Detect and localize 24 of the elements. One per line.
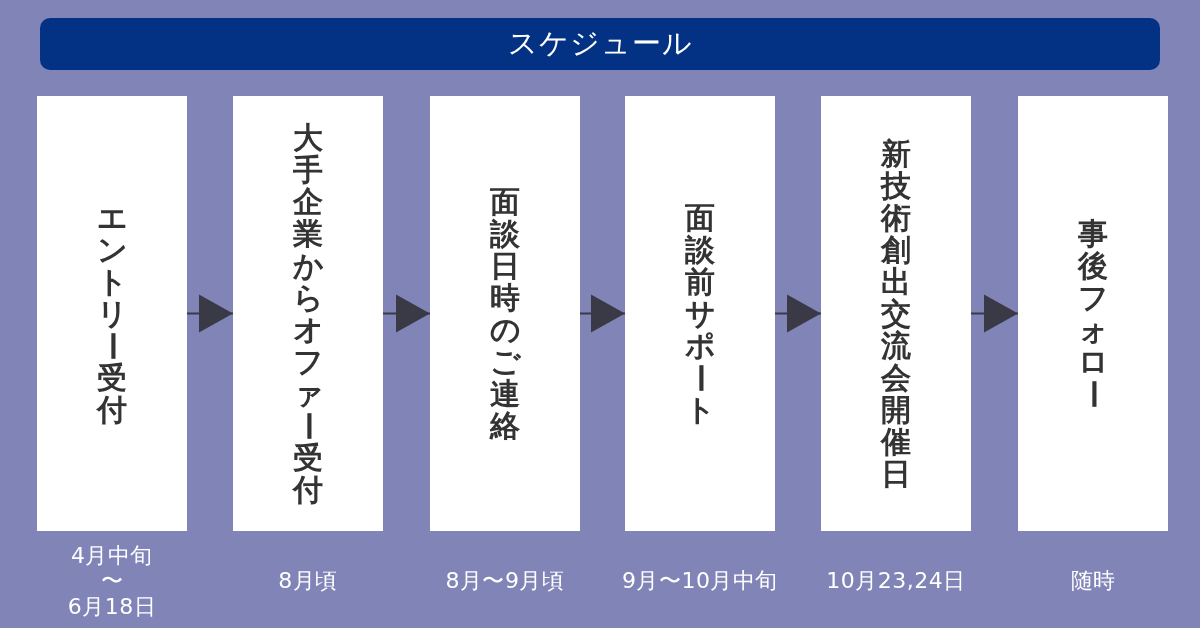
date-label: 8月〜9月頃: [445, 568, 565, 594]
step-box: [37, 96, 187, 531]
step-label: 事後フォロー: [1078, 217, 1108, 410]
step-label: 大手企業からオファー受付: [293, 121, 323, 506]
date-label: 随時: [1070, 568, 1116, 594]
step-label: 面談前サポート: [685, 201, 715, 426]
date-label: 8月頃: [278, 568, 338, 594]
step-box: [233, 96, 383, 531]
date-label: 4月中旬〜6月18日: [67, 542, 157, 620]
arrow: [186, 294, 234, 333]
step-box: [625, 96, 775, 531]
step-box: [1018, 96, 1168, 531]
step-label: 面談日時のご連絡: [490, 185, 520, 442]
step-box: [430, 96, 580, 531]
date-label: 10月23,24日: [826, 568, 966, 594]
step-label: エントリー受付: [97, 201, 127, 426]
step-box: [821, 96, 971, 531]
arrow: [774, 294, 822, 333]
arrow: [579, 294, 626, 333]
title-banner: スケジュール: [40, 18, 1160, 70]
date-label: 9月〜10月中旬: [622, 568, 778, 594]
arrow: [382, 294, 431, 333]
arrow: [970, 294, 1019, 333]
step-label: 新技術創出交流会開催日: [881, 137, 911, 490]
